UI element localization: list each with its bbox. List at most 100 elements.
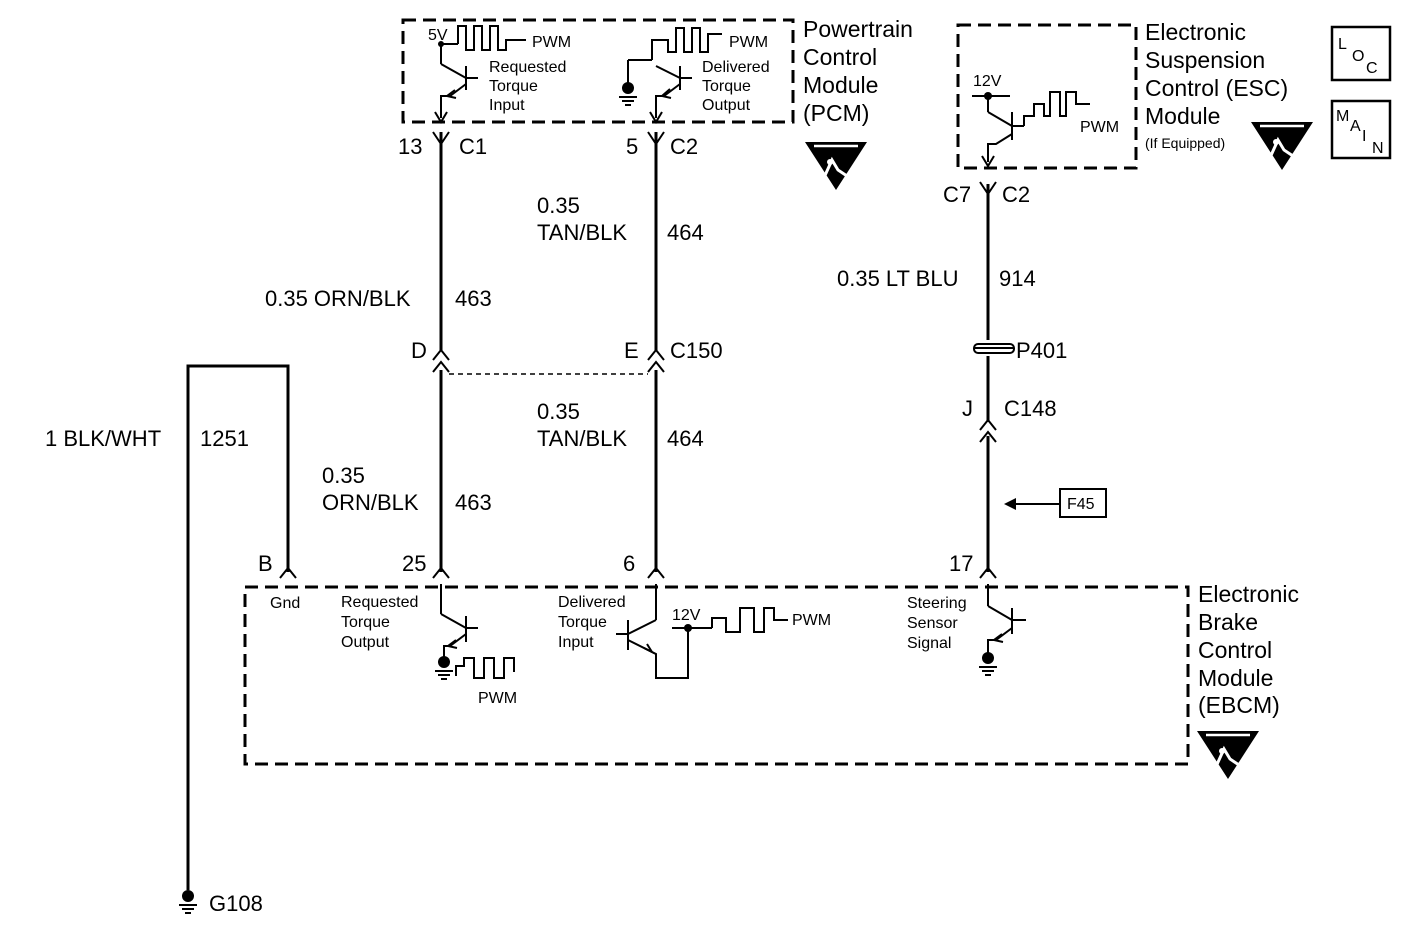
ebcm-12v-label: 12V [672, 607, 701, 624]
esc-module-border [956, 23, 1138, 170]
ebcm-del-torque-line2: Torque [558, 614, 607, 631]
f45-reference-box[interactable] [1059, 488, 1107, 518]
pcm-pwm-label-1: PWM [532, 34, 571, 51]
g108-label: G108 [209, 891, 263, 916]
ebcm-steering-line2: Sensor [907, 615, 958, 632]
esc-c7-pin: C7 [943, 182, 971, 207]
pcm-req-torque-line1: Requested [489, 59, 566, 76]
wire-914-circuit: 914 [999, 266, 1036, 291]
esc-title-line1: Electronic [1145, 19, 1246, 45]
wire-463-upper-circuit: 463 [455, 286, 492, 311]
ebcm-gnd-label: Gnd [270, 595, 300, 612]
wire-463-lower-color: ORN/BLK [322, 490, 419, 515]
wire-463-upper-gauge-color: 0.35 ORN/BLK [265, 286, 411, 311]
wire-914-gauge-color: 0.35 LT BLU [837, 266, 958, 291]
ebcm-del-torque-line3: Input [558, 634, 594, 651]
ebcm-title-line1: Electronic [1198, 581, 1299, 607]
g108-ground-icon [178, 889, 198, 914]
esc-title-line3: Control (ESC) [1145, 75, 1288, 101]
pcm-requested-torque-input-circuit [434, 25, 526, 124]
pcm-title-line4: (PCM) [803, 100, 869, 126]
ebcm-steering-line3: Signal [907, 635, 951, 652]
ebcm-steering-sensor-circuit [978, 584, 1026, 676]
ebcm-esd-warning-icon [1195, 729, 1261, 781]
wire-914 [973, 181, 1015, 579]
ebcm-module-border [243, 585, 1190, 766]
ebcm-title-line2: Brake [1198, 609, 1258, 635]
pcm-del-torque-line3: Output [702, 97, 751, 114]
pcm-title-line1: Powertrain [803, 16, 913, 42]
ebcm-requested-torque-output-circuit [434, 584, 515, 680]
esc-steering-signal-circuit [972, 91, 1090, 168]
svg-text:M: M [1336, 108, 1349, 125]
ebcm-req-torque-line3: Output [341, 634, 390, 651]
wire-464-lower-gauge: 0.35 [537, 399, 580, 424]
wire-464-upper-color: TAN/BLK [537, 220, 627, 245]
wire-464-lower-color: TAN/BLK [537, 426, 627, 451]
esc-esd-warning-icon [1249, 120, 1315, 172]
ebcm-title-line5: (EBCM) [1198, 692, 1280, 718]
wire-1251 [186, 364, 297, 890]
esc-title-line2: Suspension [1145, 47, 1265, 73]
loc-button[interactable]: L O C [1330, 25, 1392, 82]
ebcm-req-torque-line1: Requested [341, 594, 418, 611]
main-button[interactable]: M A I N [1330, 99, 1392, 160]
ebcm-pwm-label-1: PWM [792, 612, 831, 629]
c150-connector: C150 [670, 338, 723, 363]
esc-c2-connector: C2 [1002, 182, 1030, 207]
ebcm-title-line4: Module [1198, 665, 1273, 691]
esc-12v-label: 12V [973, 73, 1002, 90]
wire-464-lower-circuit: 464 [667, 426, 704, 451]
ebcm-steering-line1: Steering [907, 595, 967, 612]
ebcm-req-torque-line2: Torque [341, 614, 390, 631]
svg-text:L: L [1338, 36, 1347, 53]
pcm-title-line3: Module [803, 72, 878, 98]
pcm-c2-connector: C2 [670, 134, 698, 159]
pcm-5v-label: 5V [428, 27, 448, 44]
esc-if-equipped: (If Equipped) [1145, 135, 1225, 151]
pcm-req-torque-line3: Input [489, 97, 525, 114]
pcm-c2-pin-number: 5 [626, 134, 638, 159]
c148-pin-j: J [962, 396, 973, 421]
ebcm-pin-b: B [258, 551, 273, 576]
wire-463 [432, 131, 450, 579]
ebcm-pwm-label-2: PWM [478, 690, 517, 707]
wire-463-lower-circuit: 463 [455, 490, 492, 515]
pcm-c1-pin-number: 13 [398, 134, 422, 159]
c150-pin-e: E [624, 338, 639, 363]
pcm-req-torque-line2: Torque [489, 78, 538, 95]
svg-text:I: I [1362, 128, 1366, 145]
ebcm-pin-6: 6 [623, 551, 635, 576]
wire-464-upper-gauge: 0.35 [537, 193, 580, 218]
svg-text:C: C [1366, 60, 1378, 77]
wire-1251-circuit: 1251 [200, 426, 249, 451]
wire-1251-gauge-color: 1 BLK/WHT [45, 426, 161, 451]
wire-464-upper-circuit: 464 [667, 220, 704, 245]
ebcm-pin-25: 25 [402, 551, 426, 576]
ebcm-title-line3: Control [1198, 637, 1272, 663]
wire-464 [647, 131, 665, 579]
svg-text:N: N [1372, 140, 1384, 157]
p401-label: P401 [1016, 338, 1067, 363]
ebcm-pin-17: 17 [949, 551, 973, 576]
esc-pwm-label: PWM [1080, 119, 1119, 136]
pcm-title-line2: Control [803, 44, 877, 70]
svg-text:A: A [1350, 118, 1361, 135]
pcm-module-border [401, 18, 795, 124]
esc-title-line4: Module [1145, 103, 1220, 129]
pcm-del-torque-line2: Torque [702, 78, 751, 95]
c148-connector: C148 [1004, 396, 1057, 421]
pcm-delivered-torque-output-circuit [618, 27, 722, 124]
pcm-c1-connector: C1 [459, 134, 487, 159]
f45-label[interactable]: F45 [1067, 496, 1095, 513]
pcm-del-torque-line1: Delivered [702, 59, 770, 76]
pcm-esd-warning-icon [803, 140, 869, 192]
wire-463-lower-gauge: 0.35 [322, 463, 365, 488]
pcm-pwm-label-2: PWM [729, 34, 768, 51]
ebcm-del-torque-line1: Delivered [558, 594, 626, 611]
svg-text:O: O [1352, 48, 1364, 65]
ebcm-delivered-torque-input-circuit [616, 584, 788, 679]
c150-pin-d: D [411, 338, 427, 363]
